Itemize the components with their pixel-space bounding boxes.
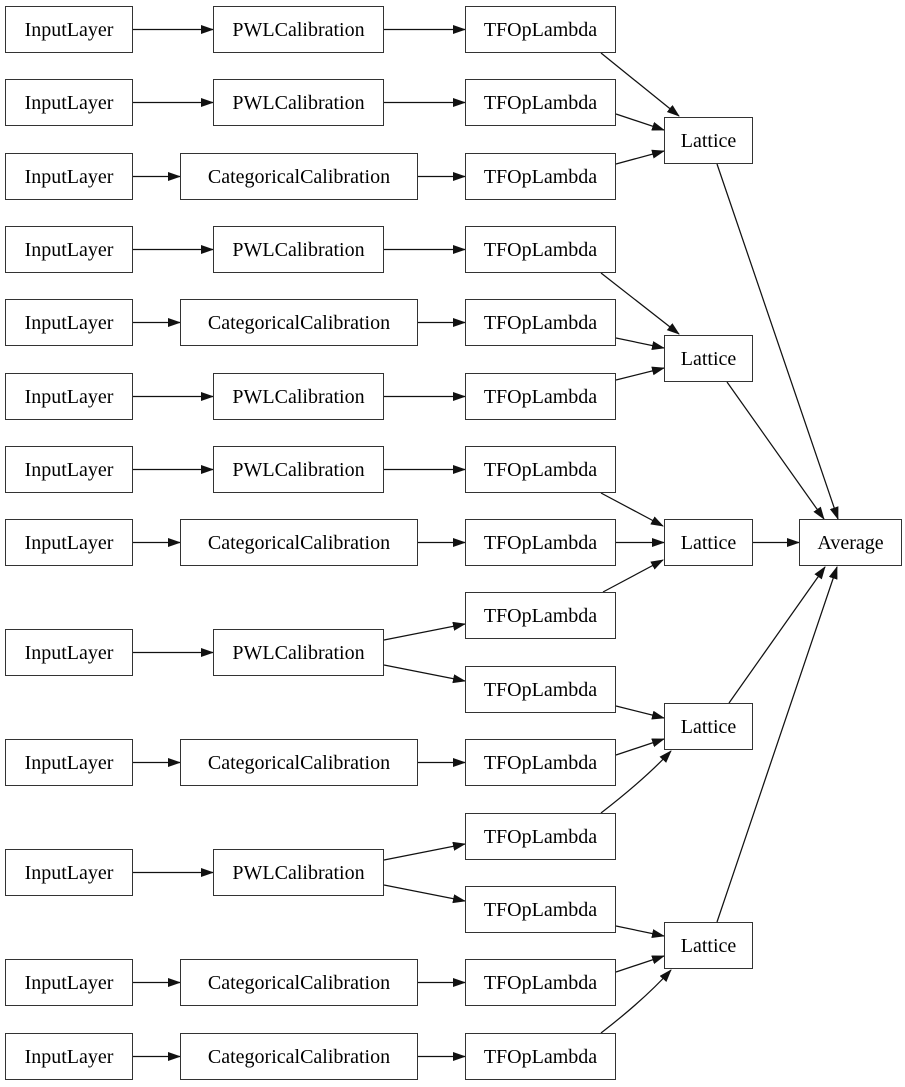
edge-tl12-to-lat4 [600,750,672,814]
node-tl11: TFOpLambda [465,739,616,786]
node-pwl1: PWLCalibration [213,6,384,53]
node-in8: InputLayer [5,519,133,566]
edge-pwl6-to-tl9 [383,621,466,641]
node-tl15: TFOpLambda [465,1033,616,1080]
node-lat5: Lattice [664,922,753,969]
node-in1: InputLayer [5,6,133,53]
edge-pwl7-to-tl13 [383,884,466,904]
node-in11: InputLayer [5,849,133,896]
node-tl4: TFOpLambda [465,226,616,273]
edge-tl1-to-lat1 [600,52,680,117]
edge-tl15-to-lat5 [600,969,672,1034]
node-lat2: Lattice [664,335,753,382]
node-tl2: TFOpLambda [465,79,616,126]
node-lat3: Lattice [664,519,753,566]
edge-lat1-to-avg [716,163,839,520]
node-avg: Average [799,519,902,566]
node-pwl2: PWLCalibration [213,79,384,126]
edge-tl11-to-lat4 [615,738,665,756]
node-tl14: TFOpLambda [465,959,616,1006]
edge-pwl6-to-tl10 [383,664,466,684]
node-in6: InputLayer [5,373,133,420]
node-tl10: TFOpLambda [465,666,616,713]
node-cat6: CategoricalCalibration [180,1033,418,1080]
edge-lat5-to-avg [716,566,838,923]
edge-tl10-to-lat4 [615,705,665,720]
node-cat2: CategoricalCalibration [180,299,418,346]
node-tl8: TFOpLambda [465,519,616,566]
node-in3: InputLayer [5,153,133,200]
node-cat4: CategoricalCalibration [180,739,418,786]
node-in5: InputLayer [5,299,133,346]
node-tl13: TFOpLambda [465,886,616,933]
node-lat1: Lattice [664,117,753,164]
edge-lat2-to-avg [726,381,825,520]
node-in4: InputLayer [5,226,133,273]
node-tl6: TFOpLambda [465,373,616,420]
node-lat4: Lattice [664,703,753,750]
edge-tl3-to-lat1 [615,149,665,165]
node-cat5: CategoricalCalibration [180,959,418,1006]
node-tl3: TFOpLambda [465,153,616,200]
edge-tl2-to-lat1 [615,113,665,131]
node-cat3: CategoricalCalibration [180,519,418,566]
node-in2: InputLayer [5,79,133,126]
node-in12: InputLayer [5,959,133,1006]
edge-tl13-to-lat5 [615,925,665,938]
node-tl5: TFOpLambda [465,299,616,346]
edge-tl14-to-lat5 [615,955,665,973]
node-in13: InputLayer [5,1033,133,1080]
edge-tl5-to-lat2 [615,337,665,350]
edge-lat4-to-avg [728,566,826,704]
node-in9: InputLayer [5,629,133,676]
edge-tl7-to-lat3 [600,492,664,527]
node-pwl7: PWLCalibration [213,849,384,896]
node-pwl4: PWLCalibration [213,373,384,420]
diagram-edges [133,25,839,1061]
edge-tl4-to-lat2 [600,272,680,335]
node-tl7: TFOpLambda [465,446,616,493]
node-in10: InputLayer [5,739,133,786]
node-cat1: CategoricalCalibration [180,153,418,200]
node-pwl6: PWLCalibration [213,629,384,676]
edge-tl9-to-lat3 [602,559,664,593]
node-in7: InputLayer [5,446,133,493]
edge-tl6-to-lat2 [615,366,665,381]
node-pwl3: PWLCalibration [213,226,384,273]
node-pwl5: PWLCalibration [213,446,384,493]
node-tl1: TFOpLambda [465,6,616,53]
node-tl9: TFOpLambda [465,592,616,639]
node-tl12: TFOpLambda [465,813,616,860]
edge-pwl7-to-tl12 [383,841,466,861]
